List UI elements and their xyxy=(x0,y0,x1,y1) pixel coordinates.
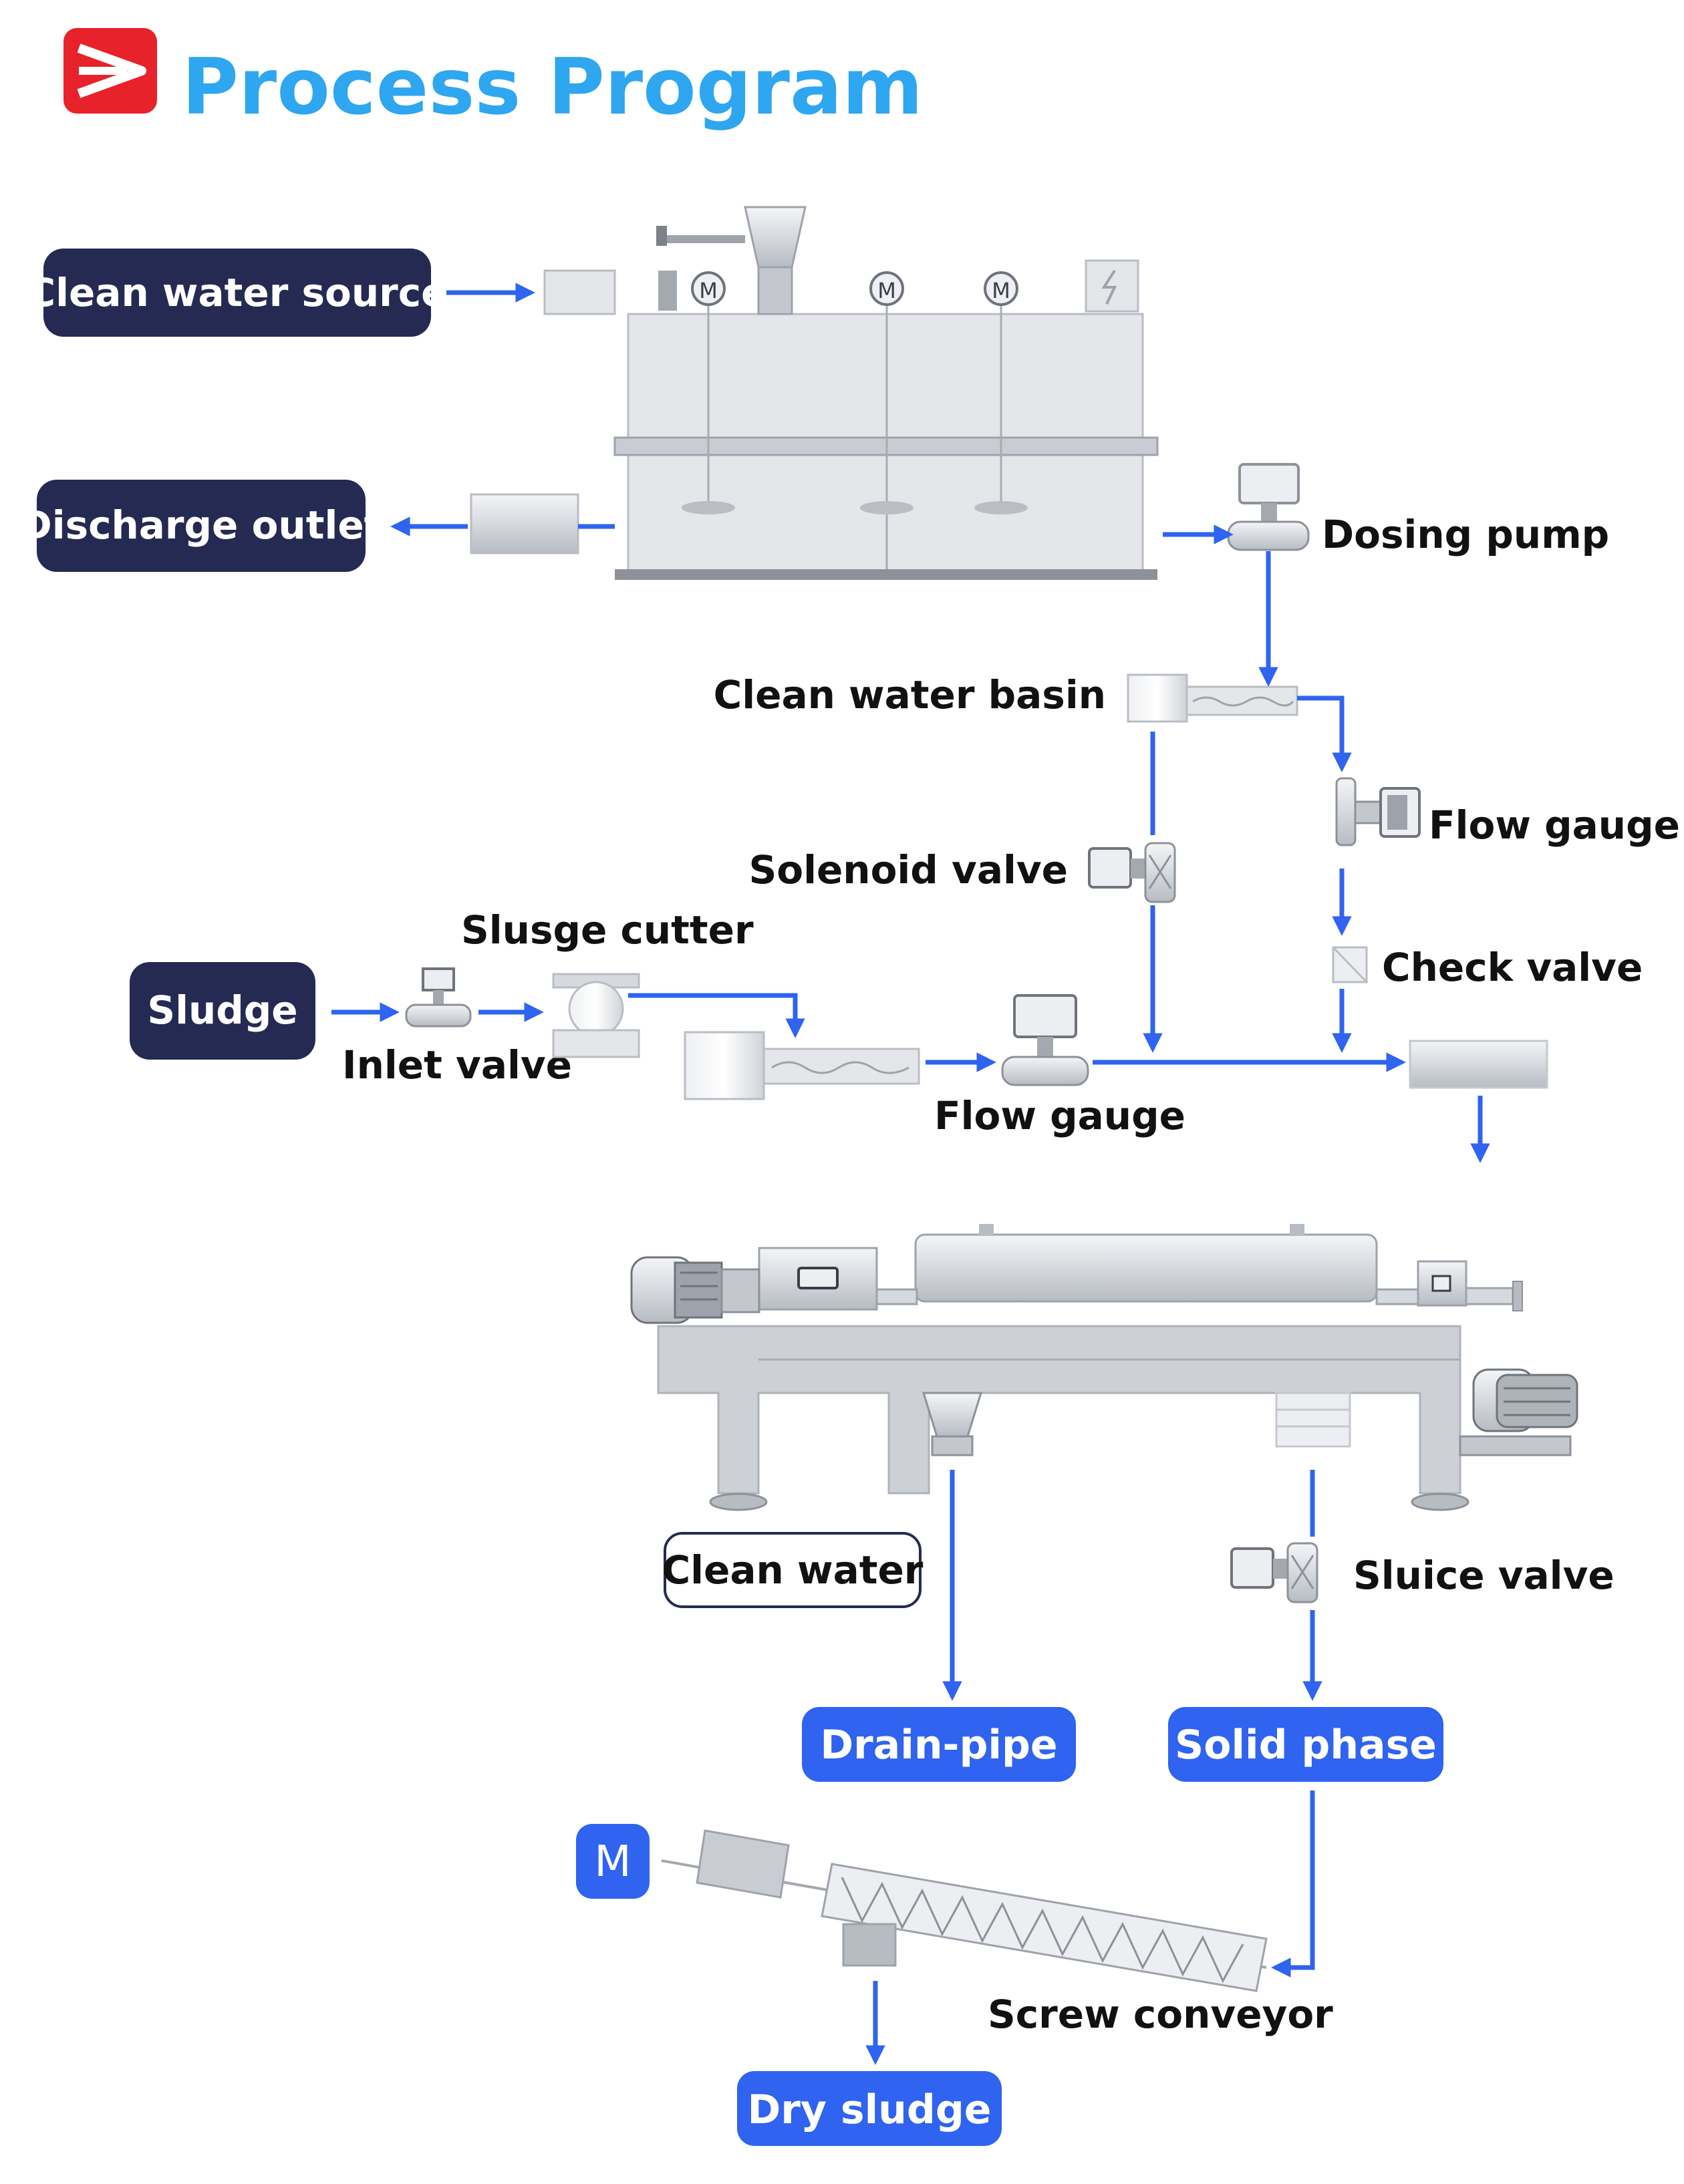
sluice-valve-label: Sluice valve xyxy=(1353,1553,1615,1598)
dosing-pump xyxy=(1227,463,1310,551)
flow-gauge-bottom xyxy=(1001,994,1089,1086)
discharge-pipe xyxy=(470,493,579,555)
discharge-outlet-label: Discharge outlet xyxy=(20,502,383,548)
agitator-motor: M xyxy=(974,271,1028,514)
sluice-valve xyxy=(1230,1542,1318,1603)
decanter-centrifuge xyxy=(630,1224,1578,1511)
dosing-pump-label: Dosing pump xyxy=(1322,512,1609,557)
header-logo xyxy=(63,28,157,114)
water-inlet-box xyxy=(543,269,616,315)
clean-water-basin xyxy=(1127,673,1298,723)
solid-phase-label: Solid phase xyxy=(1175,1722,1437,1768)
motor-m-icon: M xyxy=(594,1837,631,1887)
discharge-outlet-pill: Discharge outlet xyxy=(20,480,383,572)
motor-letter: M xyxy=(992,278,1010,303)
clean-water-basin-label: Clean water basin xyxy=(714,672,1106,718)
drain-pipe-pill: Drain-pipe xyxy=(802,1707,1076,1782)
solenoid-valve xyxy=(1088,842,1176,903)
flow-gauge-bottom-label: Flow gauge xyxy=(934,1093,1185,1138)
flow-gauge-top-label: Flow gauge xyxy=(1429,802,1680,848)
inlet-valve-label: Inlet valve xyxy=(342,1042,572,1088)
sludge-mixer xyxy=(684,1031,920,1100)
drain-pipe-label: Drain-pipe xyxy=(820,1722,1057,1768)
clean-water-source-label: Clean water source xyxy=(27,270,448,315)
sludge-label: Sludge xyxy=(147,987,297,1033)
motor-letter: M xyxy=(877,278,896,303)
sludge-pill: Sludge xyxy=(130,962,315,1060)
motor-letter: M xyxy=(699,278,718,303)
solid-phase-pill: Solid phase xyxy=(1168,1707,1443,1782)
dry-sludge-label: Dry sludge xyxy=(748,2086,992,2133)
play-arrow-icon xyxy=(77,43,146,98)
screw-conveyor: M xyxy=(576,1824,1268,1992)
dry-sludge-pill: Dry sludge xyxy=(737,2071,1002,2146)
clean-water-source-pill: Clean water source xyxy=(27,249,448,337)
check-valve-label: Check valve xyxy=(1382,945,1643,990)
agitator-motor: M xyxy=(860,271,914,514)
agitator-motor: M xyxy=(682,271,735,514)
feed-box xyxy=(1409,1040,1548,1089)
sludge-cutter xyxy=(552,973,640,1058)
solenoid-valve-label: Solenoid valve xyxy=(748,847,1068,893)
flow-gauge-top xyxy=(1335,777,1421,846)
flow-arrows xyxy=(331,283,1490,2065)
sludge-cutter-label: Slusge cutter xyxy=(461,907,754,953)
clean-water-label: Clean water xyxy=(662,1547,924,1593)
page-title: Process Program xyxy=(182,42,923,132)
dosing-tank: M M M xyxy=(613,206,1159,580)
check-valve xyxy=(1332,946,1368,983)
clean-water-pill: Clean water xyxy=(662,1532,924,1608)
inlet-valve xyxy=(405,967,472,1028)
screw-conveyor-label: Screw conveyor xyxy=(988,1992,1333,2037)
